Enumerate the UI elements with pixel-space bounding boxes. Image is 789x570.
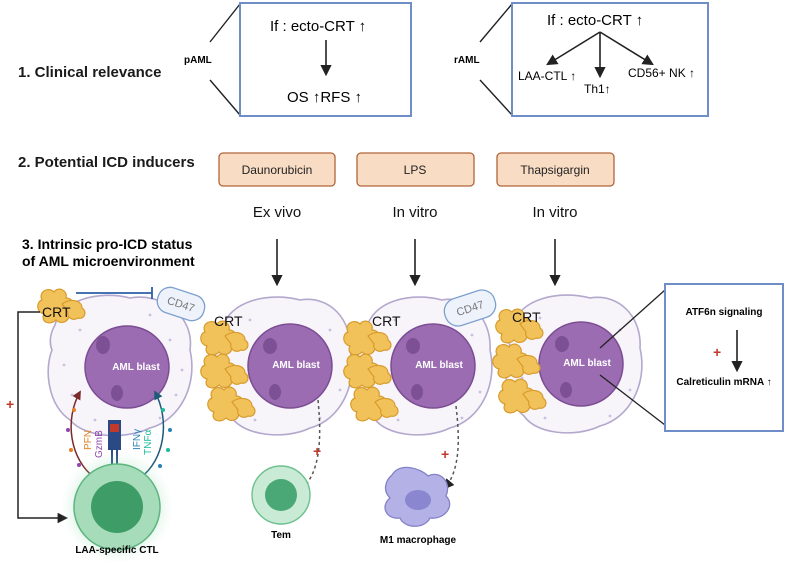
inducer-condition: In vitro	[392, 204, 437, 221]
macrophage-plus: +	[441, 446, 449, 462]
pathway-plus: +	[713, 344, 721, 360]
pfn-label: PFN	[83, 430, 94, 450]
aml-blast-label: AML blast	[563, 358, 611, 369]
raml-box	[511, 2, 709, 117]
feedback-plus: +	[6, 396, 14, 412]
feedback-loop: +	[6, 311, 69, 524]
aml-blast-label: AML blast	[415, 360, 463, 371]
raml-panel: rAML If : ecto-CRT ↑ LAA-CTL ↑ Th1↑ CD56…	[454, 2, 709, 117]
cd47-receptor	[443, 289, 497, 327]
paml-label: pAML	[184, 55, 212, 66]
raml-condition: If : ecto-CRT ↑	[547, 12, 643, 29]
inducer-name: Daunorubicin	[242, 163, 313, 177]
laa-ctl-cell: LAA-specific CTL	[60, 450, 174, 564]
inducer-thapsigargin: Thapsigargin In vitro	[496, 152, 615, 287]
paml-outcome: OS ↑RFS ↑	[287, 89, 362, 106]
inducer-lps: LPS In vitro	[356, 152, 475, 287]
aml-blast-label: AML blast	[272, 360, 320, 371]
aml-blast-label: AML blast	[112, 362, 160, 373]
paml-condition: If : ecto-CRT ↑	[270, 18, 366, 35]
tnf-alpha-label: TNFα	[143, 430, 154, 455]
gzmb-label: GzmB	[94, 430, 105, 458]
section-icd-inducers: 2. Potential ICD inducers	[18, 154, 195, 171]
tem-cell: Tem	[251, 465, 311, 541]
tem-plus: +	[313, 443, 321, 459]
crt-label: CRT	[372, 313, 401, 329]
section-intrinsic-line2: of AML microenvironment	[22, 253, 195, 269]
pathway-title: ATF6n signaling	[685, 307, 762, 318]
atf6n-pathway-box: ATF6n signaling + Calreticulin mRNA ↑	[664, 283, 784, 432]
inducer-name: LPS	[404, 163, 427, 177]
raml-out-nk: CD56+ NK ↑	[628, 66, 695, 80]
inducer-daunorubicin: Daunorubicin Ex vivo	[218, 152, 336, 287]
inducer-condition: Ex vivo	[253, 204, 301, 221]
ctl-label: LAA-specific CTL	[75, 545, 158, 556]
aml-cell-daunorubicin: AML blast CRT	[200, 296, 353, 436]
aml-cell-intrinsic: AML blast CRT CD47	[37, 286, 206, 468]
inducer-name: Thapsigargin	[520, 163, 589, 177]
raml-out-th1: Th1↑	[584, 82, 611, 96]
crt-label: CRT	[42, 304, 71, 320]
crt-label: CRT	[214, 313, 243, 329]
raml-out-laa-ctl: LAA-CTL ↑	[518, 69, 576, 83]
cd47-receptor	[156, 286, 206, 322]
aml-cell-lps: AML blast CRT CD47	[343, 289, 497, 436]
inducer-condition: In vitro	[532, 204, 577, 221]
ifn-gamma-label: IFNγ	[132, 429, 143, 450]
crt-label: CRT	[512, 309, 541, 325]
pathway-result: Calreticulin mRNA ↑	[676, 377, 771, 388]
section-intrinsic-line1: 3. Intrinsic pro-ICD status	[22, 236, 193, 252]
section-clinical-relevance: 1. Clinical relevance	[18, 64, 161, 81]
m1-macrophage: M1 macrophage	[380, 466, 457, 546]
tem-label: Tem	[271, 530, 291, 541]
paml-box	[239, 2, 412, 117]
raml-label: rAML	[454, 55, 480, 66]
paml-panel: pAML If : ecto-CRT ↑ OS ↑RFS ↑	[184, 2, 412, 117]
aml-cell-thapsigargin: AML blast CRT	[492, 294, 643, 434]
macrophage-label: M1 macrophage	[380, 535, 457, 546]
